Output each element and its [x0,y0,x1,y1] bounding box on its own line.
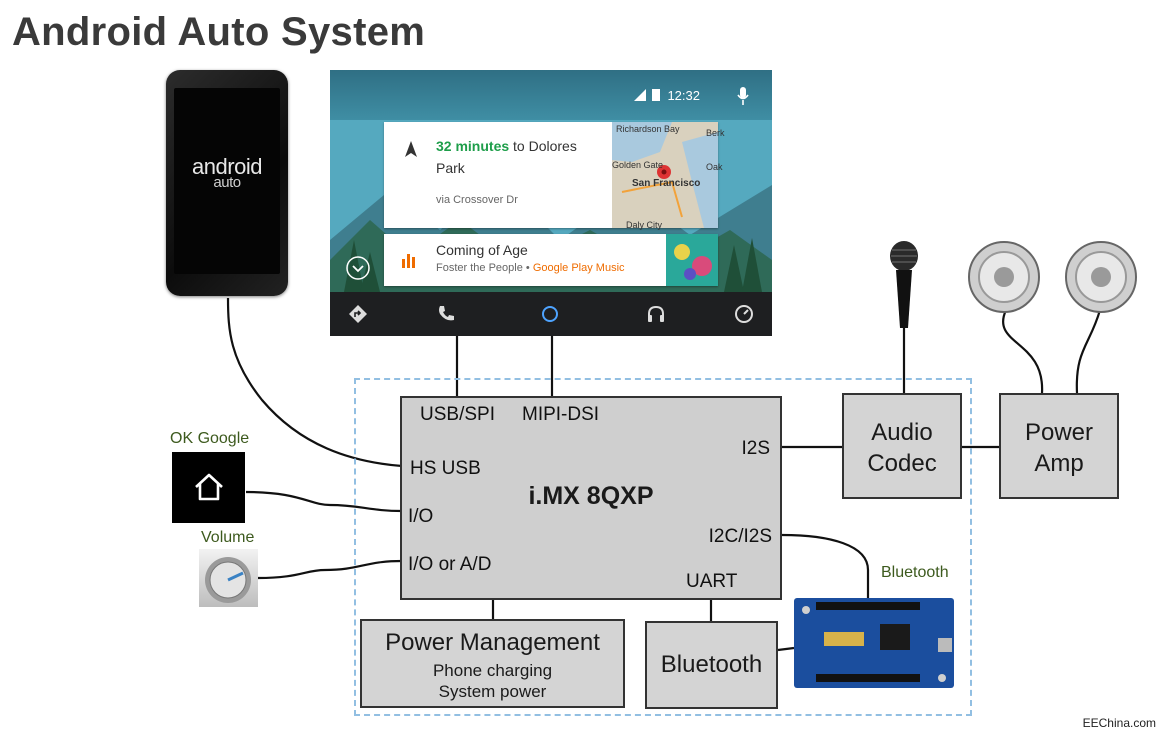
speaker1-wire [1002,309,1044,394]
pcb-graphic [802,602,952,682]
phone-usb-cable [226,297,403,468]
home-icon [195,473,223,501]
map-label-oak: Oak [706,162,723,172]
map-label-berk: Berk [706,128,725,138]
ok-google-caption: OK Google [170,430,250,447]
expand-chevron-icon[interactable] [346,256,370,280]
power-amp-block: Power Amp [999,393,1119,499]
navigation-arrow-icon [405,141,417,157]
android-logo-text: android [192,154,262,179]
map-label-richardson: Richardson Bay [616,124,680,134]
speaker-right [1065,241,1137,313]
speaker2-wire [1075,309,1102,394]
destination-text: to Dolores [509,138,577,154]
map-label-golden-gate: Golden Gate [612,160,664,170]
phone-icon[interactable] [436,304,456,324]
home-circle-icon[interactable] [540,304,560,324]
exit-gauge-icon[interactable] [734,304,754,324]
navigation-card[interactable]: 32 minutes to Dolores Park via Crossover… [384,122,725,230]
speaker-left [968,241,1040,313]
song-title: Coming of Age [436,242,528,258]
artist-name: Foster the People [436,262,523,274]
album-art [666,234,718,286]
power-management-title: Power Management [385,629,600,656]
power-management-line2: System power [438,682,547,701]
music-bars-icon [402,254,415,268]
source-credit: EEChina.com [1082,716,1156,730]
microphone-icon[interactable] [736,86,750,106]
volume-knob [199,549,258,607]
port-hs-usb: HS USB [410,458,481,479]
port-io-ad: I/O or A/D [408,554,492,575]
phone-screen [174,88,280,274]
status-bar [330,70,772,120]
chip-name: i.MX 8QXP [528,482,654,510]
headphones-icon[interactable] [646,304,666,324]
destination-line2: Park [436,160,465,176]
bluetooth-block: Bluetooth [645,621,778,709]
music-source: Google Play Music [532,262,625,274]
media-card[interactable]: Coming of Age Foster the People • Google… [384,234,718,286]
audio-codec-block: Audio Codec [842,393,962,499]
map-label-daly-city: Daly City [626,220,663,230]
eta-line: 32 minutes to Dolores [436,138,577,154]
bluetooth-board-caption: Bluetooth [881,564,949,581]
directions-icon[interactable] [348,304,368,324]
status-time: 12:32 [667,88,700,103]
volume-wire [257,559,403,580]
map-thumbnail [612,122,718,228]
audio-codec-line1: Audio [871,419,933,446]
diagram-title: Android Auto System [12,10,426,54]
artist-line: Foster the People • Google Play Music [436,262,625,274]
imx-8qxp-block: USB/SPI MIPI-DSI I2S HS USB i.MX 8QXP I/… [400,396,782,600]
power-management-line1: Phone charging [432,661,553,680]
bluetooth-block-label: Bluetooth [660,651,763,678]
home-button [172,452,245,523]
port-uart: UART [686,571,738,592]
port-io: I/O [408,506,434,527]
signal-battery-icon [634,89,660,101]
power-amp-line2: Amp [1034,450,1084,477]
port-usb-spi: USB/SPI [420,404,495,425]
audio-codec-line2: Codec [867,450,937,477]
smartphone: android auto [166,70,288,296]
home-button-wire [245,490,403,513]
aa-nav-bar [330,292,772,336]
volume-knob-icon [205,557,251,603]
route-text: via Crossover Dr [436,194,518,206]
power-amp-line1: Power [1024,419,1094,446]
bluetooth-dev-board [794,598,954,688]
port-i2s: I2S [741,438,770,459]
port-i2c-i2s: I2C/I2S [708,526,772,547]
artist-separator: • [522,262,533,274]
bluetooth-i2s-wire [781,533,870,600]
eta-time: 32 minutes [436,138,510,154]
power-management-block: Power Management Phone charging System p… [360,619,625,708]
system-boundary [354,378,972,716]
map-label-san-francisco: San Francisco [632,178,701,189]
port-mipi-dsi: MIPI-DSI [522,404,600,425]
bt-board-wire [777,646,795,652]
android-auto-screen: 12:32 32 minutes to Dolores Park via Cro… [330,70,772,336]
microphone-graphic [890,241,918,328]
volume-caption: Volume [201,529,255,546]
auto-logo-text: auto [213,174,241,191]
